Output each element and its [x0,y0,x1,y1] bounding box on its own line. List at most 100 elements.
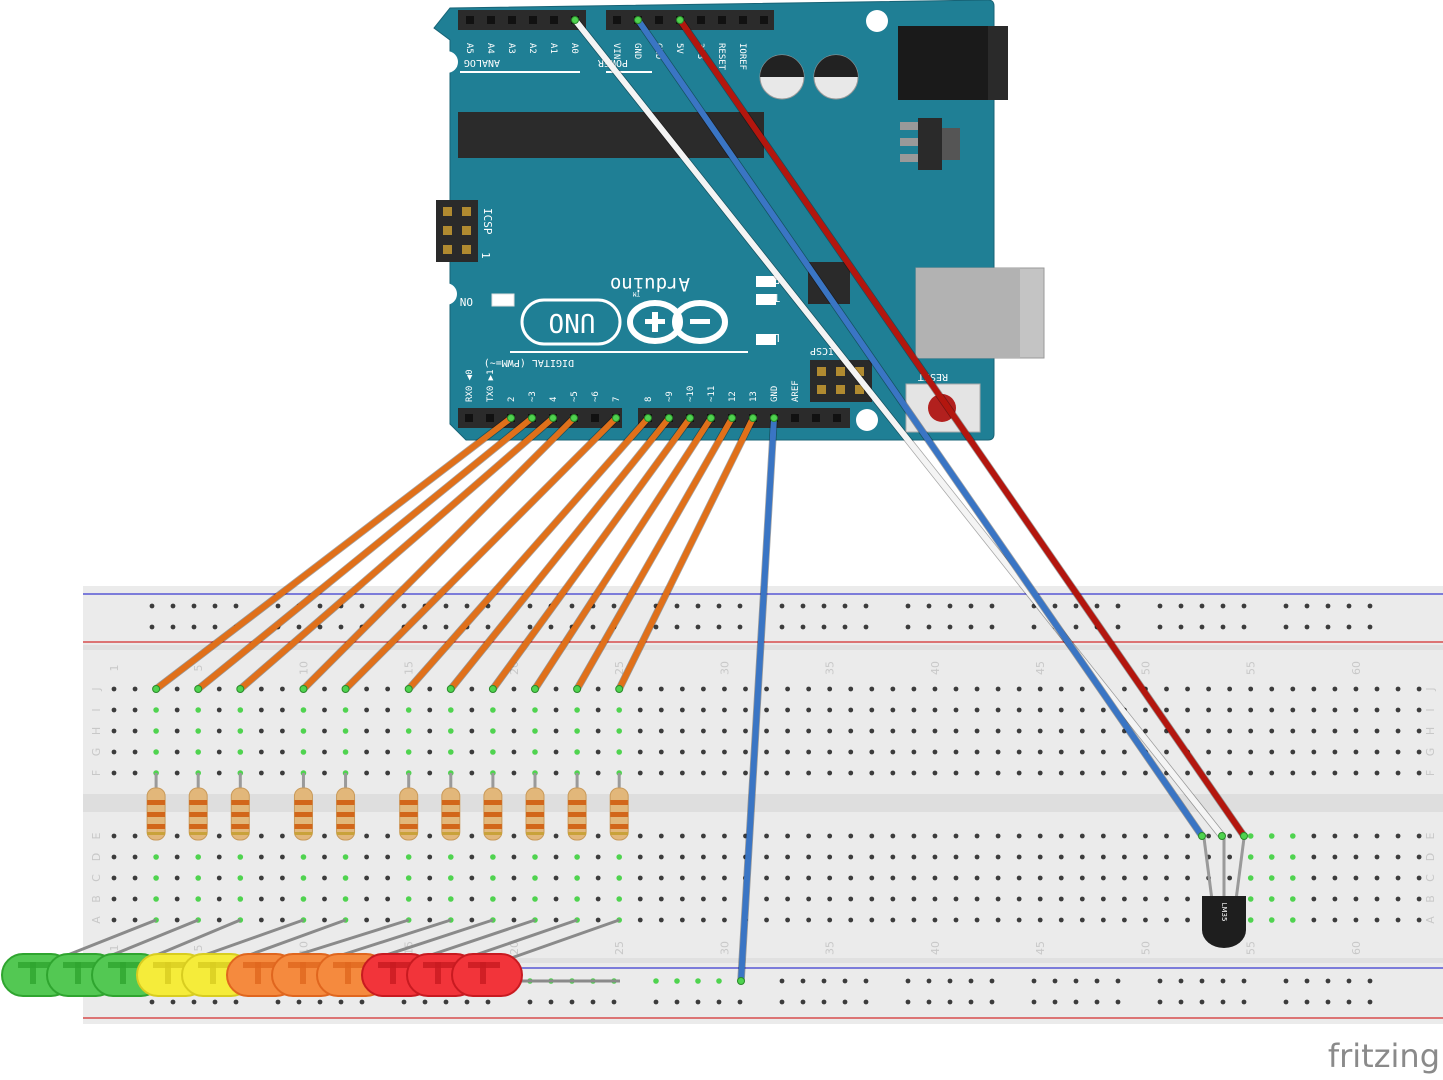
breadboard-hole [1100,896,1106,902]
breadboard-hole [1346,978,1352,984]
breadboard-hole [280,833,285,839]
breadboard-hole [722,707,727,713]
breadboard-hole [848,686,854,692]
breadboard-hole [342,896,349,902]
breadboard-hole [280,749,285,755]
breadboard-hole [548,624,554,630]
breadboard-hole [953,728,959,734]
breadboard-hole [1058,896,1064,902]
gnd-wire-to-rail [738,415,777,984]
row-letter: G [1424,748,1437,757]
breadboard-hole [863,978,869,984]
breadboard-hole [1220,978,1226,984]
breadboard-hole [511,917,517,923]
breadboard-hole [989,978,995,984]
breadboard-hole [132,833,138,839]
breadboard-hole [1100,875,1106,881]
fritzing-watermark: fritzing [1328,1037,1440,1075]
breadboard-hole [427,770,433,776]
breadboard-hole [342,728,349,734]
breadboard-hole [174,749,180,755]
breadboard-hole [1100,854,1106,860]
resistor [230,773,250,841]
breadboard-hole [595,686,601,692]
lm35-temperature-sensor: LM35 [1202,837,1246,948]
breadboard-hole [405,749,412,755]
breadboard-hole [995,749,1001,755]
breadboard-hole [722,833,727,839]
breadboard-hole [722,749,727,755]
breadboard-hole [553,728,559,734]
breadboard-hole [1290,770,1296,776]
power-pin-label: VIN [611,43,621,59]
breadboard-hole [1199,999,1205,1005]
breadboard-hole [1037,749,1043,755]
breadboard-hole [674,999,680,1005]
breadboard-hole [1016,728,1022,734]
breadboard-hole [322,833,327,839]
breadboard-hole [968,624,974,630]
breadboard-hole [490,749,496,755]
breadboard-hole [174,896,180,902]
breadboard-hole [1332,728,1338,734]
breadboard-hole [737,624,743,630]
breadboard-hole [1290,749,1296,755]
breadboard-hole [995,686,1001,692]
analog-pin-label: A1 [548,43,558,54]
breadboard-hole [701,875,706,881]
breadboard-hole [890,917,896,923]
breadboard-hole [1353,770,1359,776]
breadboard-hole [863,624,869,630]
breadboard-hole [469,833,475,839]
breadboard-hole [590,624,596,630]
breadboard-hole [1304,624,1310,630]
breadboard-hole [300,728,307,734]
breadboard-hole [1332,749,1338,755]
breadboard-hole [174,728,180,734]
breadboard-hole [1353,686,1359,692]
breadboard-hole [827,686,833,692]
breadboard-hole [701,749,706,755]
breadboard-hole [111,707,117,713]
breadboard-hole [1122,749,1127,755]
breadboard-hole [322,749,327,755]
icsp-label: ICSP [481,208,494,235]
breadboard-hole [1416,833,1422,839]
column-number: 40 [929,661,942,675]
breadboard-hole [1115,624,1121,630]
breadboard-hole [595,896,601,902]
breadboard-hole [989,603,995,609]
breadboard-hole [237,728,244,734]
breadboard-hole [695,999,701,1005]
reset-button[interactable] [928,394,956,422]
breadboard-hole [1290,833,1296,839]
breadboard-hole [842,603,848,609]
breadboard-hole [1395,896,1401,902]
breadboard-hole [1058,749,1064,755]
breadboard-hole [1311,728,1317,734]
column-number: 35 [824,941,837,955]
breadboard-hole [401,603,407,609]
breadboard-hole [848,896,854,902]
breadboard-hole [1100,707,1106,713]
breadboard-hole [1073,624,1079,630]
breadboard-hole [1185,728,1190,734]
breadboard-hole [1346,624,1352,630]
breadboard-hole [464,999,470,1005]
breadboard-hole [806,833,812,839]
digital-wire-orange [532,415,714,692]
breadboard-hole [1268,896,1275,902]
breadboard-hole [722,770,727,776]
breadboard-hole [427,896,433,902]
breadboard-hole [1374,833,1380,839]
l-label: L [773,331,780,344]
breadboard-hole [1122,875,1127,881]
breadboard-hole [1248,728,1254,734]
breadboard-hole [1311,875,1317,881]
breadboard-hole [237,896,244,902]
breadboard-hole [911,749,917,755]
breadboard-hole [359,999,365,1005]
breadboard-hole [953,875,959,881]
breadboard-hole [427,749,433,755]
